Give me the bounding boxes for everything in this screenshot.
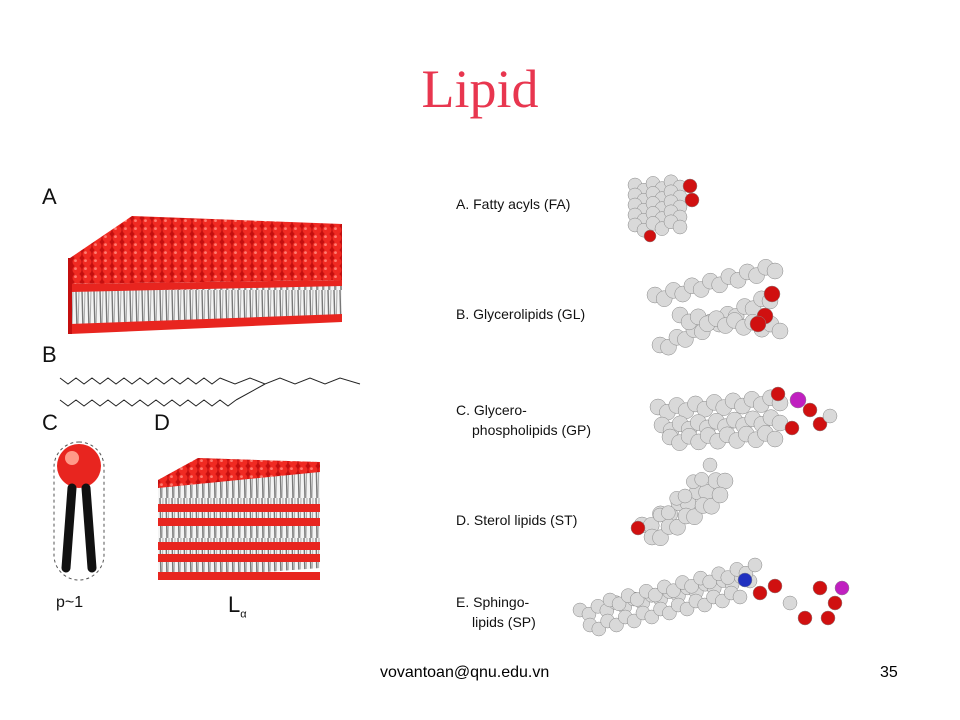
carbon-atom (684, 579, 699, 594)
carbon-atom (711, 486, 729, 504)
carbon-atom (732, 589, 748, 605)
phosphorus-atom (789, 391, 807, 409)
carbon-atom (771, 322, 789, 340)
carbon-atom (782, 595, 798, 611)
category-st-text: D. Sterol lipids (ST) (456, 512, 578, 528)
caption-p-value: p~1 (56, 594, 84, 611)
carbon-atom (766, 430, 784, 448)
lamellar-phase-stack (158, 458, 320, 580)
caption-alpha: α (240, 608, 247, 621)
carbon-atom (666, 583, 681, 598)
oxygen-atom (630, 520, 646, 536)
carbon-atom (766, 262, 784, 280)
carbon-atom (720, 570, 736, 585)
carbon-atom (702, 457, 718, 473)
carbon-atom (747, 557, 763, 573)
footer-email: vovantoan@qnu.edu.vn (380, 664, 550, 681)
slide-page-number: 35 (880, 664, 898, 681)
carbon-atom (611, 596, 627, 612)
category-gp-text-1: C. Glycero- (456, 402, 527, 418)
oxygen-atom (763, 285, 781, 303)
bilayer-slab-illustration (68, 216, 342, 334)
category-sp-text-2: lipids (SP) (472, 614, 536, 630)
carbon-atom (677, 488, 693, 504)
space-filling-molecules (572, 174, 850, 637)
oxygen-atom (784, 420, 800, 436)
oxygen-atom (797, 610, 813, 626)
carbon-atom (652, 529, 669, 546)
oxygen-atom (643, 229, 657, 243)
category-label-gl: B. Glycerolipids (GL) (456, 304, 585, 324)
oxygen-atom (752, 585, 768, 601)
oxygen-atom (770, 386, 786, 402)
panel-label-a: A (42, 184, 57, 209)
category-label-gp: C. Glycero-phospholipids (GP) (456, 400, 591, 440)
carbon-atom (629, 592, 645, 607)
carbon-atom (648, 587, 663, 603)
slide-title: Lipid (421, 59, 539, 119)
caption-l: L (228, 592, 241, 617)
category-label-sp: E. Sphingo-lipids (SP) (456, 592, 536, 632)
carbon-atom (822, 408, 838, 424)
category-gp-text-2: phospholipids (GP) (472, 422, 592, 438)
oxygen-atom (812, 580, 828, 596)
category-sp-text-1: E. Sphingo- (456, 594, 530, 610)
category-gl-text: B. Glycerolipids (GL) (456, 306, 586, 322)
phospholipid-structure-formula (59, 377, 361, 407)
carbon-atom (703, 498, 720, 515)
oxygen-atom (827, 595, 843, 611)
phosphorus-atom (834, 580, 850, 596)
category-fa-text: A. Fatty acyls (FA) (456, 196, 571, 212)
nitrogen-atom (737, 572, 753, 588)
oxygen-atom (767, 578, 783, 594)
carbon-atom (672, 219, 688, 235)
category-label-fa: A. Fatty acyls (FA) (456, 194, 570, 214)
category-label-st: D. Sterol lipids (ST) (456, 510, 577, 530)
panel-label-b: B (42, 342, 57, 367)
carbon-atom (686, 508, 703, 525)
lipid-bilayer-figure: A B C D (40, 148, 380, 626)
carbon-atom (669, 519, 686, 536)
panel-label-d: D (154, 410, 170, 435)
oxygen-atom (682, 178, 698, 194)
lipid-categories-figure: A. Fatty acyls (FA) B. Glycerolipids (GL… (380, 148, 880, 660)
oxygen-atom (684, 192, 700, 208)
oxygen-atom (749, 315, 767, 333)
carbon-atom (716, 472, 734, 490)
panel-label-c: C (42, 410, 58, 435)
oxygen-atom (812, 416, 828, 432)
carbon-atom (702, 574, 717, 590)
oxygen-atom (820, 610, 836, 626)
caption-l-alpha: Lα (228, 592, 247, 620)
carbon-atom (661, 505, 676, 520)
oxygen-atom (802, 402, 818, 418)
lipid-shape-cylinder (53, 441, 105, 581)
carbon-atom (694, 472, 709, 487)
